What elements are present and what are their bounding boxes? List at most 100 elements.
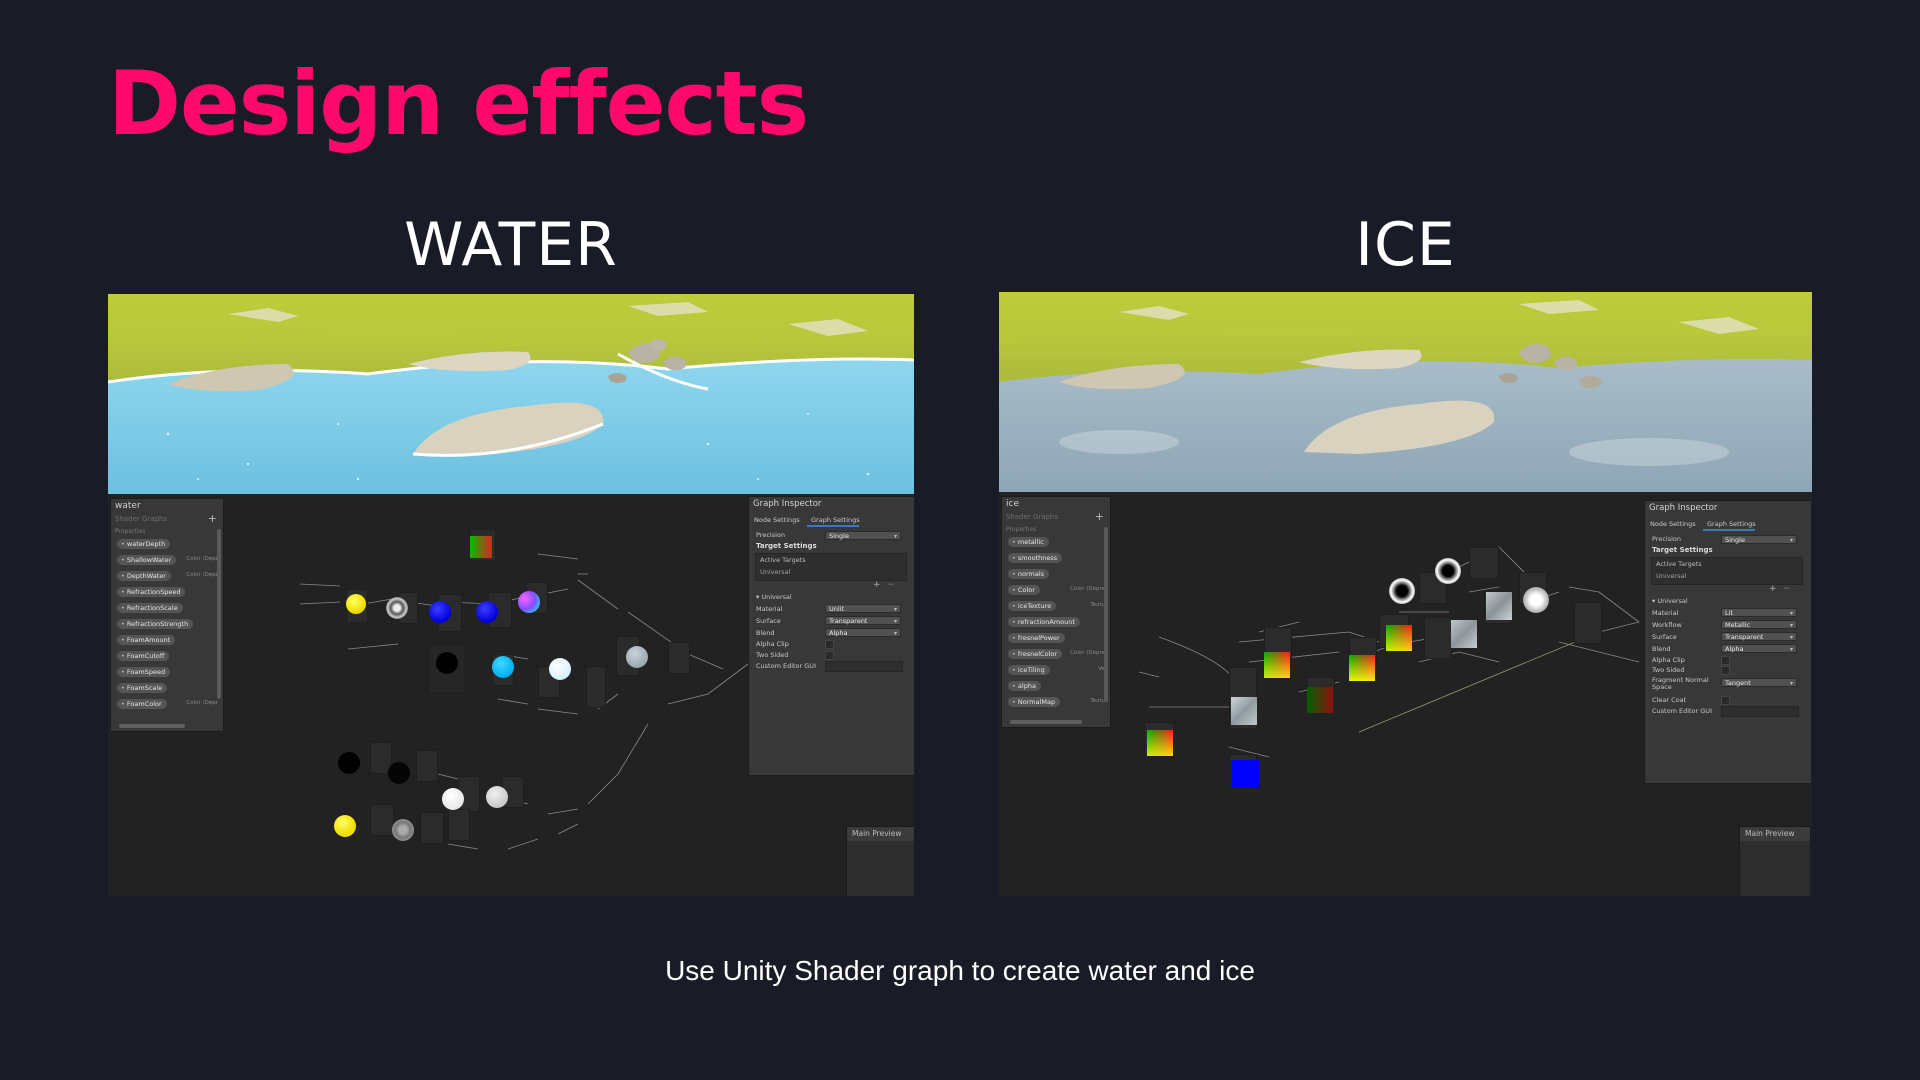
- graph-node[interactable]: [420, 812, 444, 844]
- water-main-preview[interactable]: Main Preview: [846, 826, 914, 896]
- property-type: Ve: [1098, 666, 1105, 672]
- clear-coat-label: Clear Coat: [1652, 696, 1687, 704]
- tab-node-settings[interactable]: Node Settings: [754, 516, 800, 524]
- main-preview-title: Main Preview: [1740, 827, 1810, 841]
- property-pill[interactable]: smoothness: [1008, 553, 1063, 563]
- blend-dropdown[interactable]: Alpha: [825, 628, 901, 638]
- graph-node[interactable]: [416, 750, 438, 782]
- water-heading: WATER: [404, 210, 618, 280]
- property-pill[interactable]: RefractionSpeed: [117, 587, 186, 597]
- graph-node[interactable]: [370, 742, 392, 774]
- active-targets-list[interactable]: Active Targets Universal: [755, 553, 907, 581]
- ice-shader-graph: ice Shader Graphs + Properties metallic …: [999, 492, 1812, 896]
- precision-label: Precision: [756, 531, 786, 539]
- blackboard-horizontal-scrollbar[interactable]: [119, 724, 185, 728]
- graph-node[interactable]: [370, 804, 394, 836]
- ice-graph-inspector[interactable]: Graph Inspector Node Settings Graph Sett…: [1644, 500, 1812, 784]
- property-pill[interactable]: refractionAmount: [1008, 617, 1080, 627]
- universal-section-label: Universal: [761, 593, 792, 601]
- graph-node[interactable]: [668, 642, 690, 674]
- graph-node[interactable]: [448, 809, 470, 841]
- ice-main-preview[interactable]: Main Preview: [1739, 826, 1811, 896]
- ice-scene-render: [999, 292, 1812, 492]
- tab-graph-settings[interactable]: Graph Settings: [1707, 520, 1756, 528]
- active-targets-header: Active Targets: [1656, 560, 1702, 568]
- blend-dropdown[interactable]: Alpha: [1721, 644, 1797, 654]
- target-settings-heading: Target Settings: [1652, 546, 1713, 554]
- property-pill[interactable]: iceTexture: [1008, 601, 1057, 611]
- property-type: Color (Depr: [186, 572, 218, 578]
- noise-preview-sphere: [386, 597, 408, 619]
- uv-preview-swatch: [470, 536, 492, 558]
- graph-node[interactable]: [1469, 547, 1499, 579]
- property-pill[interactable]: iceTiling: [1008, 665, 1050, 675]
- two-sided-checkbox[interactable]: [1721, 666, 1730, 675]
- property-pill[interactable]: Color: [1008, 585, 1040, 595]
- two-sided-checkbox[interactable]: [825, 651, 834, 660]
- uv-preview-swatch: [1264, 652, 1290, 678]
- fragment-normal-space-dropdown[interactable]: Tangent: [1721, 678, 1797, 688]
- universal-section[interactable]: ▾ Universal: [756, 593, 792, 601]
- ice-blackboard[interactable]: ice Shader Graphs + Properties metallic …: [1001, 496, 1111, 728]
- add-property-button[interactable]: +: [207, 512, 217, 525]
- add-target-button[interactable]: +: [873, 580, 881, 590]
- property-pill[interactable]: RefractionStrength: [117, 619, 194, 629]
- property-pill[interactable]: FoamColor: [117, 699, 167, 709]
- property-pill[interactable]: FoamScale: [117, 683, 168, 693]
- graph-node[interactable]: [1574, 602, 1602, 644]
- remove-target-button[interactable]: −: [887, 580, 895, 590]
- remove-target-button[interactable]: −: [1783, 584, 1791, 594]
- blackboard-subtitle: Shader Graphs: [1006, 513, 1059, 521]
- white-preview-sphere: [442, 788, 464, 810]
- property-pill[interactable]: NormalMap: [1008, 697, 1061, 707]
- property-pill[interactable]: metallic: [1008, 537, 1049, 547]
- custom-editor-gui-field[interactable]: [1721, 706, 1799, 717]
- blue-preview-swatch: [1231, 760, 1259, 788]
- water-graph-inspector[interactable]: Graph Inspector Node Settings Graph Sett…: [748, 496, 914, 776]
- property-pill[interactable]: normals: [1008, 569, 1050, 579]
- add-property-button[interactable]: +: [1094, 510, 1104, 523]
- custom-editor-gui-field[interactable]: [825, 661, 903, 672]
- black-preview-sphere: [436, 652, 458, 674]
- workflow-dropdown[interactable]: Metallic: [1721, 620, 1797, 630]
- property-pill[interactable]: waterDepth: [117, 539, 171, 549]
- surface-dropdown[interactable]: Transparent: [825, 616, 901, 626]
- water-blackboard[interactable]: water Shader Graphs + Properties waterDe…: [110, 498, 224, 732]
- tab-graph-settings[interactable]: Graph Settings: [811, 516, 860, 524]
- alpha-clip-checkbox[interactable]: [1721, 656, 1730, 665]
- property-pill[interactable]: FoamCutoff: [117, 651, 170, 661]
- alpha-clip-checkbox[interactable]: [825, 640, 834, 649]
- blackboard-horizontal-scrollbar[interactable]: [1010, 720, 1082, 724]
- property-pill[interactable]: ShallowWater: [117, 555, 177, 565]
- target-item[interactable]: Universal: [1656, 572, 1687, 580]
- active-targets-list[interactable]: Active Targets Universal: [1651, 557, 1803, 585]
- property-pill[interactable]: alpha: [1008, 681, 1041, 691]
- precision-dropdown[interactable]: Single: [825, 531, 901, 541]
- slide-title: Design effects: [108, 52, 809, 155]
- property-pill[interactable]: fresnelColor: [1008, 649, 1063, 659]
- blackboard-scrollbar[interactable]: [217, 529, 221, 699]
- graph-node[interactable]: [1424, 617, 1452, 659]
- property-pill[interactable]: fresnelPower: [1008, 633, 1065, 643]
- precision-dropdown[interactable]: Single: [1721, 535, 1797, 545]
- blend-label: Blend: [1652, 645, 1671, 653]
- material-dropdown[interactable]: Lit: [1721, 608, 1797, 618]
- property-pill[interactable]: FoamAmount: [117, 635, 176, 645]
- property-pill[interactable]: FoamSpeed: [117, 667, 171, 677]
- property-pill[interactable]: RefractionScale: [117, 603, 183, 613]
- clear-coat-checkbox[interactable]: [1721, 696, 1730, 705]
- graph-node[interactable]: [586, 666, 606, 708]
- slide-caption: Use Unity Shader graph to create water a…: [665, 955, 1255, 986]
- tab-node-settings[interactable]: Node Settings: [1650, 520, 1696, 528]
- property-pill[interactable]: DepthWater: [117, 571, 171, 581]
- two-sided-label: Two Sided: [756, 651, 789, 659]
- property-type: Textu: [1090, 698, 1105, 704]
- universal-section[interactable]: ▾ Universal: [1652, 597, 1688, 605]
- water-screenshot: water Shader Graphs + Properties waterDe…: [108, 294, 914, 896]
- target-item[interactable]: Universal: [760, 568, 791, 576]
- blackboard-scrollbar[interactable]: [1104, 527, 1108, 702]
- ice-texture-swatch: [1451, 620, 1477, 648]
- add-target-button[interactable]: +: [1769, 584, 1777, 594]
- surface-dropdown[interactable]: Transparent: [1721, 632, 1797, 642]
- material-dropdown[interactable]: Unlit: [825, 604, 901, 614]
